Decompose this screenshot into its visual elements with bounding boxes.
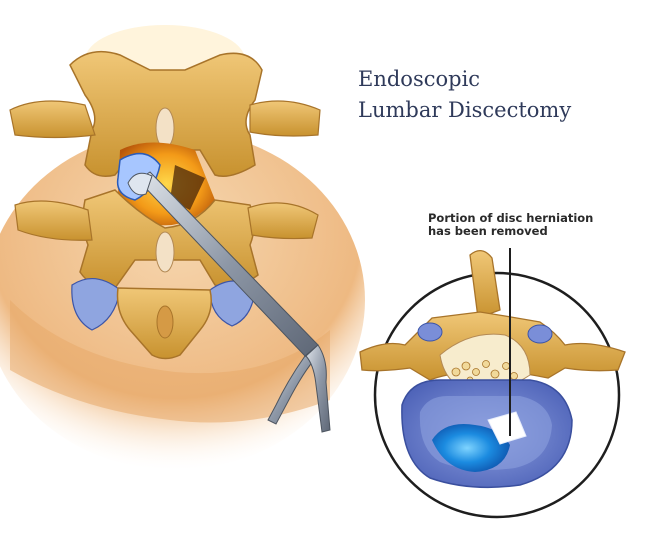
forceps-handle-right [305,344,331,433]
endoscopic-forceps [127,171,331,433]
upper-transverse-right [249,100,321,137]
interspinous-ligament-middle [155,231,175,273]
axial-cross-section [359,248,626,519]
upper-transverse-left [9,100,96,139]
facet-right [527,324,553,344]
middle-transverse-left [14,200,93,241]
spine-posterior-view [0,25,365,470]
interspinous-ligament-upper [155,107,175,149]
herniated-nucleus [432,424,510,472]
diagram-title: Endoscopic Lumbar Discectomy [358,64,571,126]
herniation-callout-label: Portion of disc herniation has been remo… [428,212,593,238]
spinous-process [469,250,501,319]
sacral-process [156,305,174,339]
lower-tissue-fold [10,300,330,423]
forceps-handle-left [267,355,315,425]
lower-disc-left [71,278,121,331]
forceps-jaw [127,172,153,196]
title-line-2: Lumbar Discectomy [358,98,572,122]
facet-left [417,322,443,342]
callout-line-1: Portion of disc herniation [428,211,594,225]
middle-transverse-right [247,202,319,240]
nerve-roots [451,360,518,384]
removed-herniation-area [487,411,527,445]
callout-line-2: has been removed [428,224,548,238]
nerve-shadow [170,165,205,210]
title-line-1: Endoscopic [358,67,481,91]
